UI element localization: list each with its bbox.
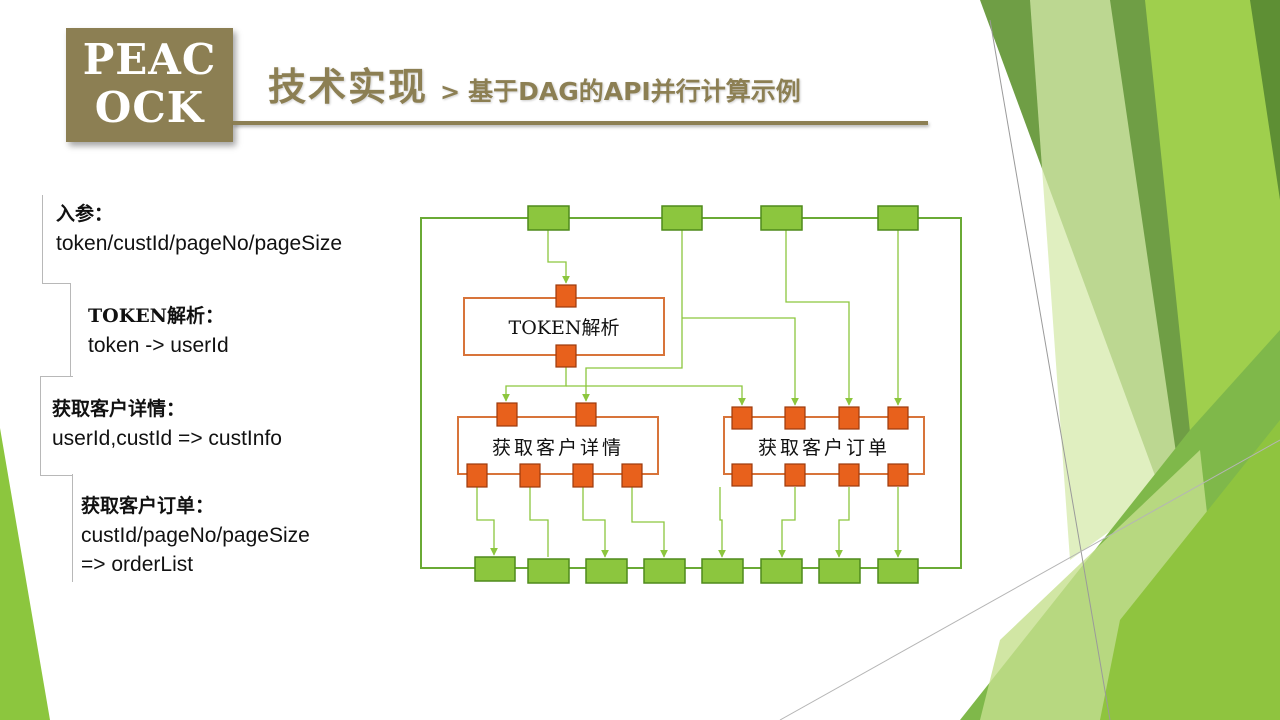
node-customer-detail-label: 获取客户详情 bbox=[492, 437, 624, 459]
node-customer-orders-label: 获取客户订单 bbox=[758, 437, 890, 459]
orders-out-port bbox=[838, 463, 860, 487]
bg-thin-line-1 bbox=[989, 19, 1111, 720]
bracket-3 bbox=[40, 376, 73, 476]
customer-orders-block: 获取客户订单： custId/pageNo/pageSize => orderL… bbox=[81, 492, 310, 579]
customer-orders-text-2: => orderList bbox=[81, 553, 194, 576]
node-customer-detail: 获取客户详情 bbox=[457, 402, 659, 488]
customer-orders-text-1: custId/pageNo/pageSize bbox=[81, 524, 310, 547]
input-port bbox=[877, 205, 919, 231]
detail-out-port bbox=[572, 463, 594, 488]
bg-right-pale bbox=[1030, 0, 1180, 560]
detail-out-port bbox=[621, 463, 643, 488]
input-params-text: token/custId/pageNo/pageSize bbox=[56, 232, 343, 255]
input-params-heading: 入参： bbox=[56, 203, 114, 225]
output-port bbox=[877, 558, 919, 584]
bg-left-sliver bbox=[0, 428, 50, 720]
output-port bbox=[701, 558, 744, 584]
node-token-parse: TOKEN解析 bbox=[463, 284, 665, 368]
peacock-logo: PEAC OCK bbox=[66, 28, 233, 142]
logo-line-1: PEAC bbox=[82, 35, 217, 84]
orders-in-port bbox=[731, 406, 753, 430]
customer-orders-heading: 获取客户订单： bbox=[81, 495, 215, 517]
title-main: 技术实现 bbox=[268, 65, 429, 109]
token-in-port bbox=[555, 284, 577, 308]
orders-out-port bbox=[887, 463, 909, 487]
dag-outer-frame bbox=[420, 217, 962, 569]
output-port bbox=[760, 558, 803, 584]
input-port bbox=[527, 205, 570, 231]
input-port bbox=[760, 205, 803, 231]
orders-out-port bbox=[784, 463, 806, 487]
orders-in-port bbox=[887, 406, 909, 430]
wire-token-orders bbox=[566, 385, 746, 406]
wire-orders-out2 bbox=[778, 487, 796, 558]
dag-input-ports bbox=[527, 205, 919, 231]
customer-detail-block: 获取客户详情： userId,custId => custInfo bbox=[52, 395, 282, 453]
input-params-block: 入参： token/custId/pageNo/pageSize bbox=[56, 200, 342, 258]
detail-out-port bbox=[519, 463, 541, 488]
wire-orders-out3 bbox=[835, 487, 850, 558]
token-out-port bbox=[555, 344, 577, 368]
output-port bbox=[643, 558, 686, 584]
detail-in-port bbox=[496, 402, 518, 427]
wire-orders-out1 bbox=[718, 487, 726, 558]
wire-input1-token bbox=[547, 230, 570, 284]
bg-right-mid bbox=[1250, 0, 1280, 200]
bracket-1 bbox=[42, 195, 71, 284]
title-separator: > bbox=[440, 78, 461, 106]
orders-in-port bbox=[838, 406, 860, 430]
wire-input2-detail bbox=[582, 230, 683, 402]
bg-bottom-bright bbox=[1100, 420, 1280, 720]
node-token-parse-label: TOKEN解析 bbox=[509, 317, 620, 339]
orders-in-port bbox=[784, 406, 806, 430]
detail-out-port bbox=[466, 463, 488, 488]
wire-detail-out2 bbox=[529, 487, 549, 557]
detail-in-port bbox=[575, 402, 597, 427]
output-port bbox=[474, 556, 516, 582]
token-parse-text: token -> userId bbox=[88, 334, 229, 357]
dag-output-ports bbox=[474, 556, 919, 584]
wire-input2-orders bbox=[682, 317, 799, 406]
bg-thin-line-2 bbox=[779, 439, 1280, 720]
token-parse-block: TOKEN解析： token -> userId bbox=[88, 302, 229, 360]
token-parse-heading: TOKEN解析： bbox=[88, 305, 225, 327]
customer-detail-heading: 获取客户详情： bbox=[52, 398, 186, 420]
orders-out-port bbox=[731, 463, 753, 487]
output-port bbox=[527, 558, 570, 584]
wire-input3-orders bbox=[785, 230, 853, 406]
bracket-2 bbox=[70, 283, 91, 376]
title-subtitle: 基于DAG的API并行计算示例 bbox=[468, 77, 801, 106]
customer-detail-text: userId,custId => custInfo bbox=[52, 427, 282, 450]
output-port bbox=[818, 558, 861, 584]
bracket-4 bbox=[72, 474, 83, 582]
output-port bbox=[585, 558, 628, 584]
node-customer-orders: 获取客户订单 bbox=[723, 406, 925, 487]
logo-line-2: OCK bbox=[94, 83, 205, 132]
wire-token-detail bbox=[502, 367, 567, 402]
wire-detail-out1 bbox=[476, 487, 498, 556]
dag-wires bbox=[476, 230, 902, 558]
input-port bbox=[661, 205, 703, 231]
wire-detail-out3 bbox=[582, 487, 609, 558]
slide-title: 技术实现 > 基于DAG的API并行计算示例 bbox=[268, 56, 801, 109]
title-underline bbox=[233, 121, 928, 125]
wire-detail-out4 bbox=[631, 487, 668, 558]
